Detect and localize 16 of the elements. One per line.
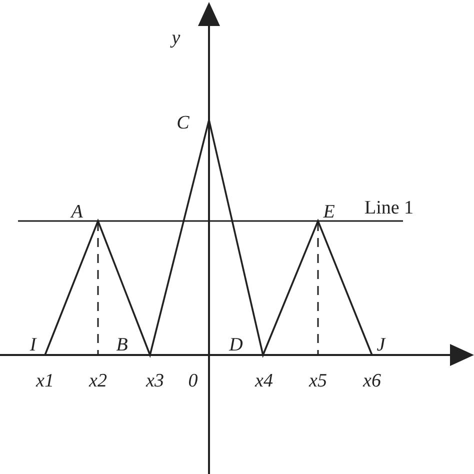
point-label: D [229,336,243,354]
tick-label: x2 [89,372,107,390]
axis-label: y [172,28,180,48]
tick-label: x4 [255,372,273,390]
tick-label: x5 [309,372,327,390]
tick-label: 0 [188,372,198,390]
point-label: I [30,336,36,354]
line-label: Line 1 [364,198,414,218]
point-label: A [71,202,83,222]
tick-label: x3 [146,372,164,390]
point-label: E [323,202,335,222]
point-label: B [116,336,128,354]
point-label: J [376,336,386,354]
tick-label: x6 [363,372,381,390]
point-label: C [176,114,190,132]
tick-label: x1 [36,372,54,390]
